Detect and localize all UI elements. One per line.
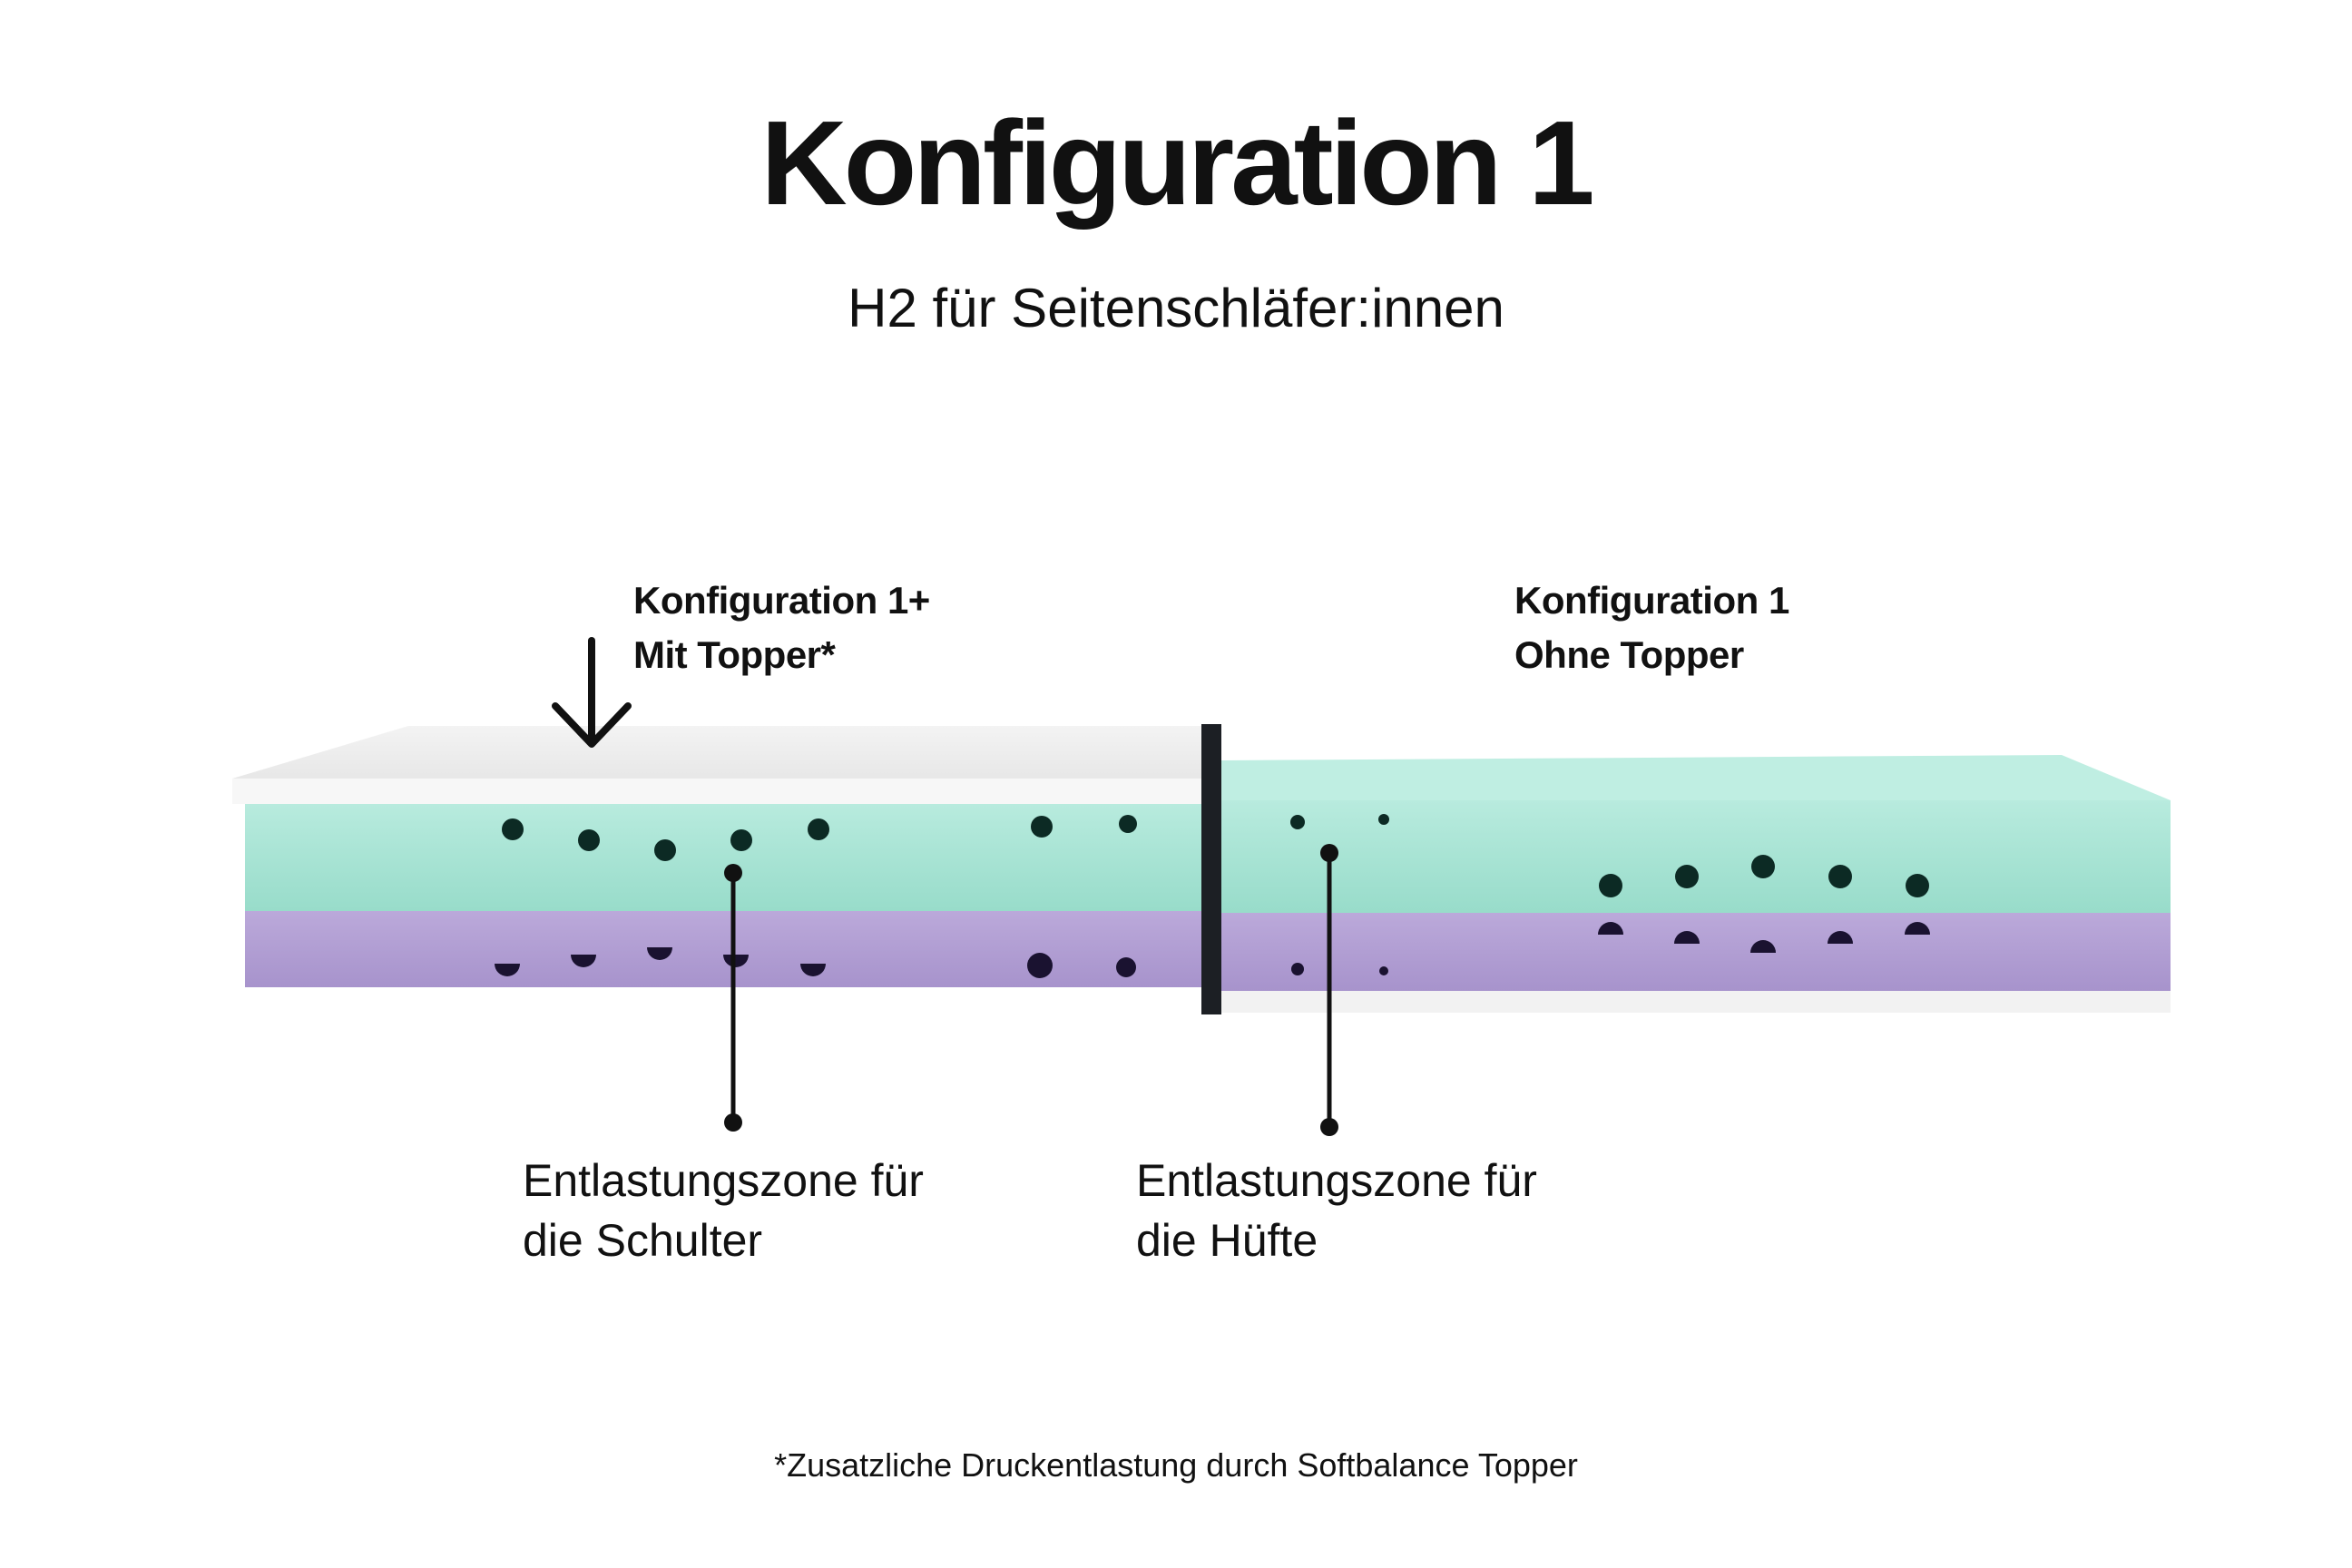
foam-hole <box>1675 865 1699 888</box>
right-config-title: Konfiguration 1 <box>1514 579 1789 622</box>
left-config-title: Konfiguration 1+ <box>633 579 930 622</box>
foam-hole <box>1905 922 1930 935</box>
mint-foam-layer-right <box>1221 800 2171 913</box>
right-config-subtitle: Ohne Topper <box>1514 633 1744 676</box>
mint-foam-top-right <box>1221 755 2171 800</box>
foam-hole <box>1599 874 1622 897</box>
lavender-foam-layer-right <box>1221 913 2171 991</box>
right-mattress <box>1221 755 2171 1013</box>
foam-hole <box>730 829 752 851</box>
foam-hole <box>1598 922 1623 935</box>
foam-hole <box>1031 816 1053 838</box>
footnote: *Zusatzliche Druckentlastung durch Softb… <box>774 1446 1578 1484</box>
foam-hole <box>1379 966 1388 975</box>
hip-callout-line <box>1320 844 1338 1136</box>
foam-hole <box>495 964 520 976</box>
lavender-holes-left <box>495 947 1136 978</box>
mint-foam-layer-left <box>245 804 1207 911</box>
foam-hole <box>1751 855 1775 878</box>
left-mattress <box>232 726 1207 987</box>
topper-arrow <box>552 637 632 748</box>
hip-zone-holes <box>1290 814 1929 897</box>
foam-hole <box>571 955 596 967</box>
foam-hole <box>808 818 829 840</box>
foam-hole <box>1828 931 1853 944</box>
foam-hole <box>502 818 524 840</box>
config-divider <box>1201 724 1221 1014</box>
foam-hole <box>654 839 676 861</box>
foam-hole <box>1116 957 1136 977</box>
foam-hole <box>1290 815 1305 829</box>
foam-hole <box>578 829 600 851</box>
foam-hole <box>647 947 672 960</box>
hip-zone-label-line1: Entlastungszone für <box>1136 1155 1537 1206</box>
hip-zone-label-line2: die Hüfte <box>1136 1215 1318 1266</box>
foam-hole <box>1906 874 1929 897</box>
foam-hole <box>800 964 826 976</box>
foam-hole <box>1119 815 1137 833</box>
foam-hole <box>1674 931 1700 944</box>
shoulder-zone-holes <box>502 815 1137 861</box>
shoulder-callout-line <box>724 864 742 1132</box>
lavender-foam-layer-left <box>245 911 1207 987</box>
topper-side <box>232 779 1207 804</box>
left-config-subtitle: Mit Topper* <box>633 633 836 676</box>
foam-hole <box>1828 865 1852 888</box>
foam-hole <box>1027 953 1053 978</box>
shoulder-zone-label-line1: Entlastungszone für <box>523 1155 924 1206</box>
page-title: Konfiguration 1 <box>760 96 1594 230</box>
foam-hole <box>1750 940 1776 953</box>
foam-hole <box>1378 814 1389 825</box>
foam-hole <box>723 955 749 967</box>
foam-hole <box>1291 963 1304 975</box>
page-subtitle: H2 für Seitenschläfer:innen <box>848 278 1504 338</box>
lavender-holes-right <box>1291 922 1930 975</box>
shoulder-zone-label-line2: die Schulter <box>523 1215 763 1266</box>
base-layer-right <box>1221 991 2171 1013</box>
